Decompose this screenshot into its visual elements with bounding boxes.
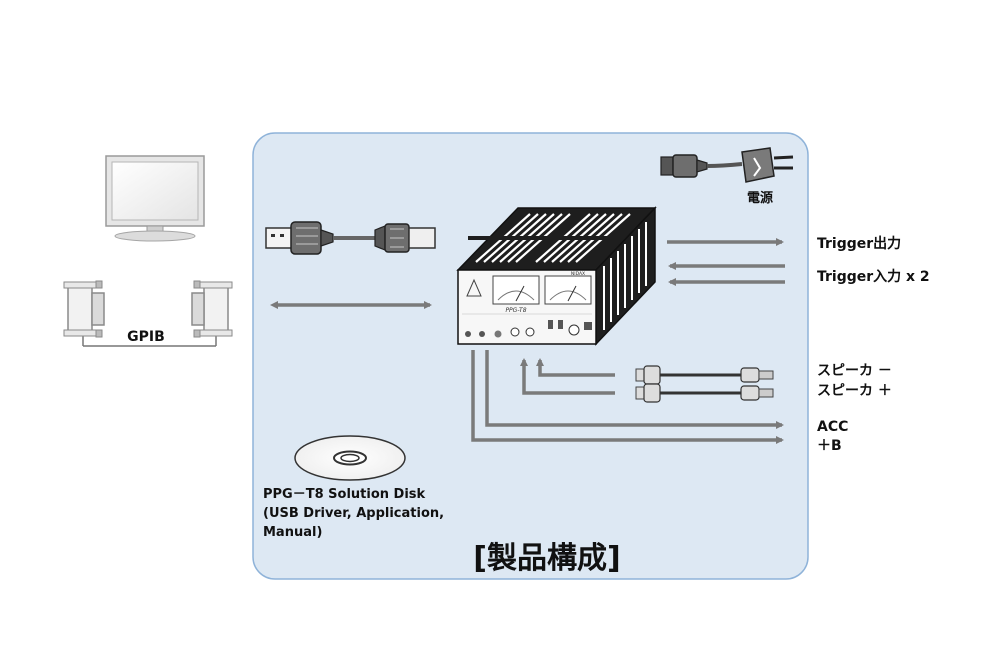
plus-b-arrow bbox=[471, 350, 784, 444]
power-label: 電源 bbox=[747, 190, 773, 206]
acc-label: ACC bbox=[817, 419, 848, 435]
monitor-icon bbox=[105, 155, 205, 242]
gpib-cable-icon bbox=[63, 280, 233, 347]
speaker-plus-line bbox=[520, 358, 615, 395]
gpib-label: GPIB bbox=[127, 329, 165, 345]
plus-b-label: ＋B bbox=[817, 438, 842, 454]
speaker-cable-icon bbox=[635, 365, 774, 403]
speaker-minus-label: スピーカ － bbox=[817, 363, 892, 379]
acc-arrow bbox=[485, 350, 784, 429]
disk-label-line3: Manual) bbox=[263, 525, 322, 540]
ppg-t8-device: PPG-T8 NIDAX bbox=[456, 206, 657, 346]
device-brand-label: NIDAX bbox=[571, 271, 585, 277]
device-model-label: PPG-T8 bbox=[505, 307, 526, 314]
usb-cable-icon bbox=[265, 221, 436, 255]
trigger-in-label: Trigger入力 x 2 bbox=[817, 268, 930, 285]
trigger-out-label: Trigger出力 bbox=[817, 235, 901, 252]
solution-disk-icon bbox=[294, 435, 406, 481]
speaker-plus-label: スピーカ ＋ bbox=[817, 383, 892, 399]
speaker-minus-line bbox=[536, 358, 615, 377]
disk-label-line2: (USB Driver, Application, bbox=[263, 506, 444, 521]
page-title: [製品構成] bbox=[473, 541, 620, 576]
disk-label-line1: PPG－T8 Solution Disk bbox=[263, 487, 426, 502]
power-cable-icon bbox=[660, 147, 794, 183]
